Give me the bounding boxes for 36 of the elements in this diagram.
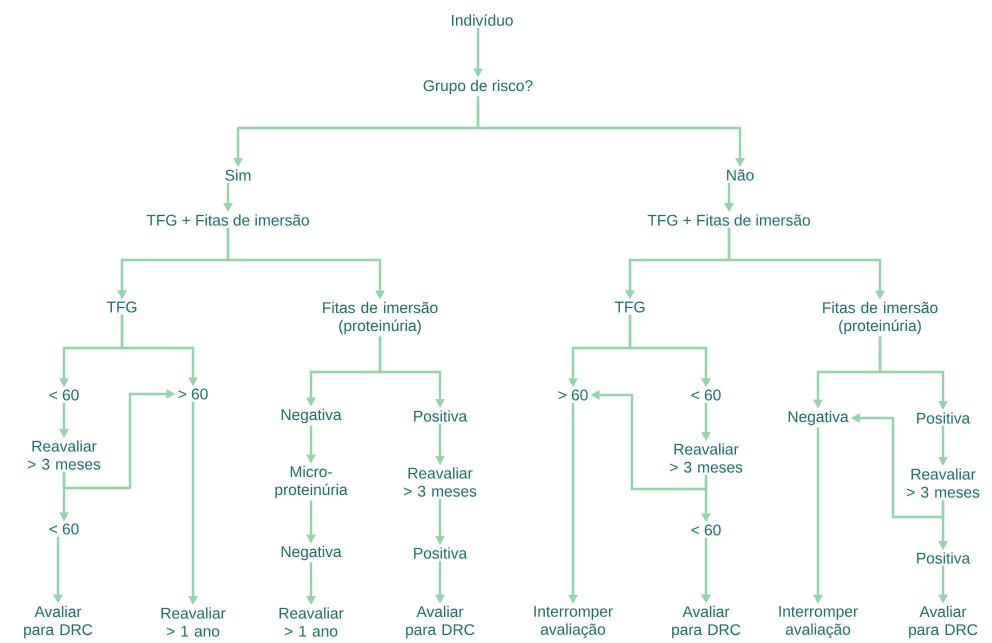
flow-text: Indivíduo	[452, 14, 513, 26]
flow-text: < 60	[49, 390, 79, 400]
flow-text: Interromper avaliação	[534, 606, 613, 638]
flow-text: Reavaliar > 3 meses	[670, 443, 742, 473]
flow-text: Positiva	[917, 552, 970, 564]
flow-text: Avaliar para DRC	[24, 606, 92, 638]
flow-text: Negativa	[282, 546, 342, 560]
flow-text: Positiva	[414, 410, 468, 422]
flow-text: TFG	[106, 302, 136, 312]
flow-text: < 60	[691, 524, 721, 536]
flow-text: Positiva	[414, 547, 468, 559]
flow-text: Fitas de imersão (proteinúria)	[823, 302, 938, 334]
flow-text: > 60	[178, 388, 208, 400]
flow-text: Reavaliar > 1 ano	[280, 607, 344, 637]
flow-text: Avaliar para DRC	[909, 606, 978, 638]
flow-text: Reavaliar > 3 meses	[28, 440, 100, 470]
flow-text: Micro-proteinúria	[275, 466, 348, 498]
flow-text: < 60	[691, 390, 721, 400]
flow-text: Interromper avaliação	[779, 606, 858, 638]
flow-text: Grupo de risco?	[424, 80, 533, 94]
flow-text: Avaliar para DRC	[672, 606, 740, 638]
flow-text: > 60	[558, 390, 588, 400]
flow-text: TFG + Fitas de imersão	[648, 214, 810, 226]
flow-text: Reavaliar > 3 meses	[906, 468, 980, 498]
flow-text: Avaliar para DRC	[406, 606, 474, 638]
flow-text: TFG	[614, 302, 644, 312]
flow-text: TFG + Fitas de imersão	[146, 214, 309, 226]
flow-text: Reavaliar > 1 ano	[162, 607, 226, 637]
flow-text: Negativa	[788, 410, 849, 426]
flow-text: Positiva	[917, 412, 970, 424]
flow-text: Reavaliar > 3 meses	[404, 467, 476, 497]
flow-text: Fitas de imersão (proteinúria)	[323, 302, 438, 334]
flow-text: Negativa	[282, 408, 342, 424]
flow-text: Não	[727, 169, 754, 181]
flow-text: < 60	[49, 524, 79, 534]
flow-text: Sim	[225, 169, 250, 181]
